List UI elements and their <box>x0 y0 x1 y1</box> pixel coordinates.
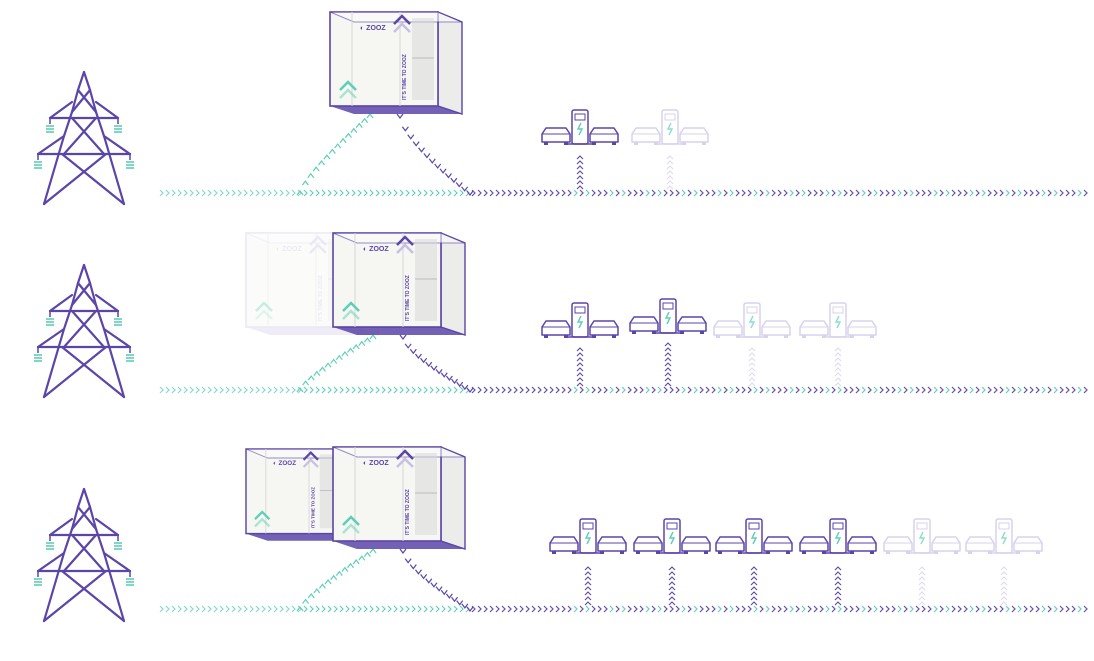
power-line <box>159 386 1088 394</box>
scene-1: ◐ ZOOZ IT'S TIME TO ZOOZ <box>0 0 1094 215</box>
charger-station-active <box>541 302 619 338</box>
transmission-tower-icon <box>34 487 134 623</box>
charger-station-active <box>633 518 711 554</box>
unit-slogan-text: IT'S TIME TO ZOOZ <box>318 275 324 321</box>
power-flow-arrows <box>296 548 1008 612</box>
zooz-unit-main: ◐ ZOOZ IT'S TIME TO ZOOZ <box>332 231 466 336</box>
charger-station-ghost <box>713 302 791 338</box>
scene-3-canvas: ◐ ZOOZ IT'S TIME TO ZOOZ ◐ ZOOZ IT'S TIME … <box>34 445 1088 623</box>
zooz-unit-main: ◐ ZOOZ IT'S TIME TO ZOOZ <box>332 445 466 550</box>
unit-logo-text: ◐ ZOOZ <box>273 460 296 467</box>
unit-slogan-text: IT'S TIME TO ZOOZ <box>405 489 411 535</box>
unit-slogan-text: IT'S TIME TO ZOOZ <box>405 275 411 321</box>
power-line <box>159 605 1088 613</box>
scene-2: ◐ ZOOZ IT'S TIME TO ZOOZ ◐ ZOOZ IT'S TIME … <box>0 215 1094 415</box>
power-line <box>159 189 1088 197</box>
unit-slogan-text: IT'S TIME TO ZOOZ <box>402 54 408 100</box>
charger-station-ghost <box>883 518 961 554</box>
charger-station-active <box>549 518 627 554</box>
charger-station-active <box>541 109 619 145</box>
charger-station-ghost <box>631 109 709 145</box>
zooz-unit-main: ◐ ZOOZ IT'S TIME TO ZOOZ <box>329 10 463 115</box>
transmission-tower-icon <box>34 263 134 399</box>
charger-station-active <box>715 518 793 554</box>
transmission-tower-icon <box>34 70 134 206</box>
unit-logo-text: ◐ ZOOZ <box>363 246 389 253</box>
power-flow-arrows <box>296 113 674 196</box>
unit-logo-text: ◐ ZOOZ <box>276 246 302 253</box>
scene-2-canvas: ◐ ZOOZ IT'S TIME TO ZOOZ ◐ ZOOZ IT'S TIME … <box>34 231 1088 399</box>
charger-station-active <box>799 518 877 554</box>
scene-3: ◐ ZOOZ IT'S TIME TO ZOOZ ◐ ZOOZ IT'S TIME … <box>0 415 1094 656</box>
charger-station-active <box>629 298 707 334</box>
scene-1-canvas: ◐ ZOOZ IT'S TIME TO ZOOZ <box>34 10 1088 206</box>
power-flow-arrows <box>296 334 842 393</box>
charger-station-ghost <box>965 518 1043 554</box>
unit-slogan-text: IT'S TIME TO ZOOZ <box>310 487 315 528</box>
unit-logo-text: ◐ ZOOZ <box>360 25 386 32</box>
charger-station-ghost <box>799 302 877 338</box>
unit-logo-text: ◐ ZOOZ <box>363 460 389 467</box>
